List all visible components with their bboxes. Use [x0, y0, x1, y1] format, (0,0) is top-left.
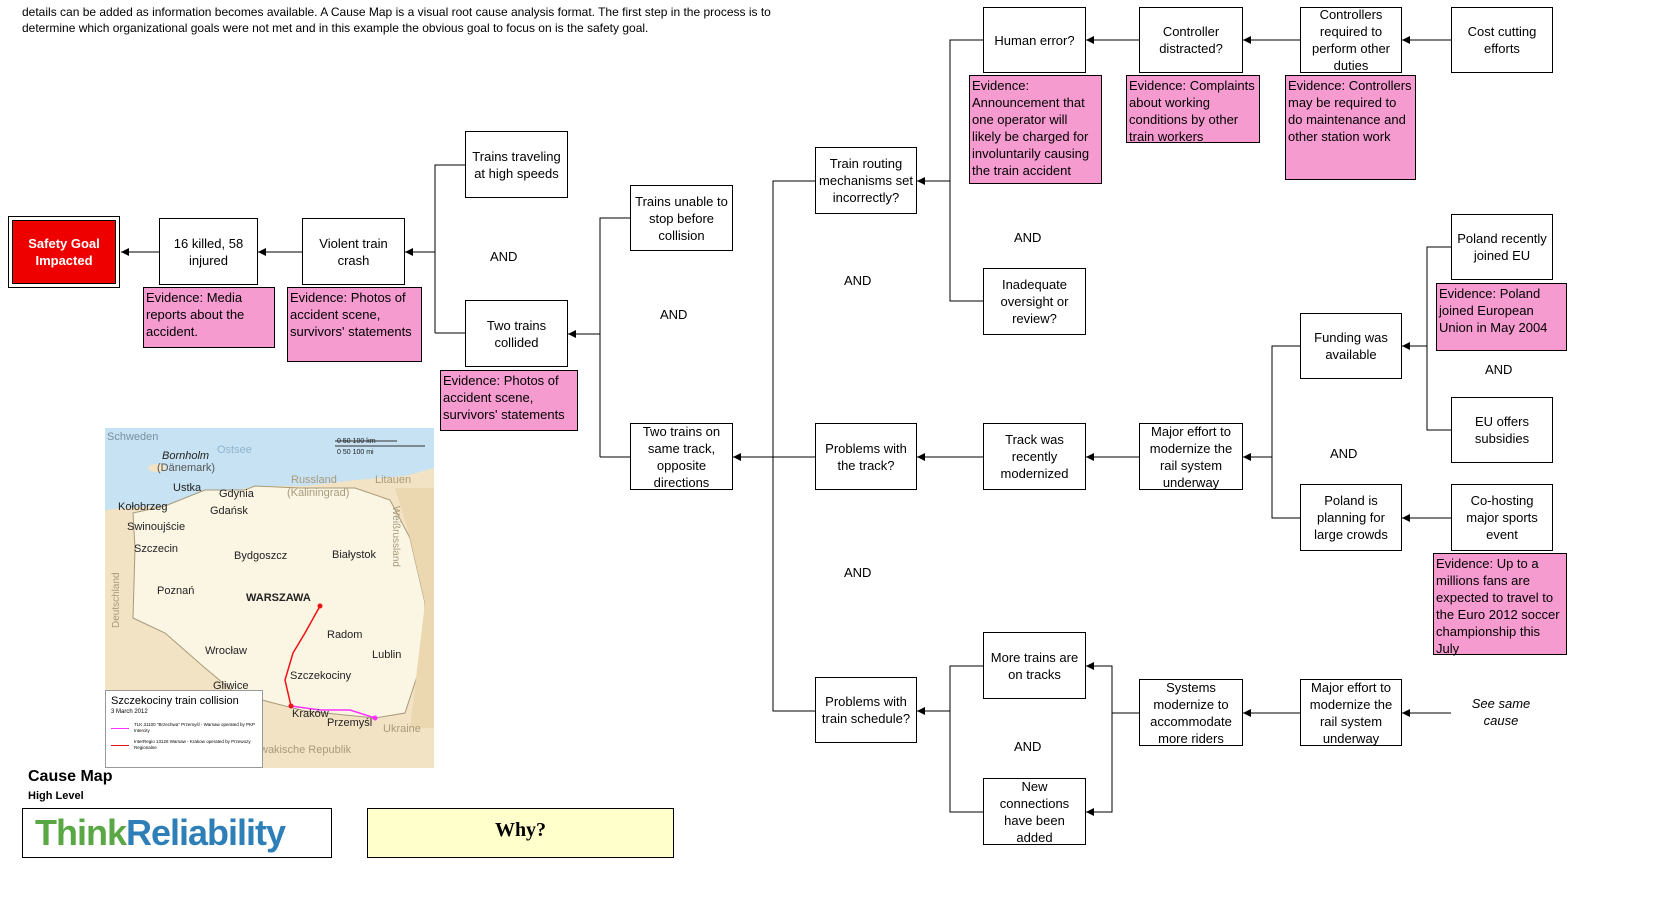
map-label: Swinoujście [127, 521, 186, 533]
map-title: Szczekociny train collision [111, 695, 239, 707]
cost-cutting-box: Cost cutting efforts [1451, 7, 1553, 73]
and-label: AND [844, 565, 872, 580]
map-label: Radom [327, 629, 363, 641]
same-track-box: Two trains on same track, opposite direc… [630, 423, 733, 490]
map-label: Lublin [372, 649, 402, 661]
legend-swatch-magenta [111, 727, 129, 729]
poland-map: Schweden Bornholm (Dänemark) Ostsee Russ… [105, 428, 434, 768]
and-label: AND [1485, 362, 1513, 377]
map-label: Gdynia [219, 488, 254, 500]
map-label: (Dänemark) [157, 462, 216, 474]
map-label: Deutschland [111, 572, 122, 628]
map-label: Kołobrzeg [118, 501, 168, 513]
cause-map-title: Cause Map [28, 768, 113, 785]
safety-goal-label: Safety Goal Impacted [12, 220, 116, 284]
map-label: WARSZAWA [246, 592, 311, 604]
major-effort-box-1: Major effort to modernize the rail syste… [1139, 423, 1243, 490]
legend-text-2: InterRegio 13126 Warsaw - Krakow operate… [134, 739, 251, 750]
map-date: 3 March 2012 [111, 709, 148, 715]
and-label: AND [1330, 446, 1358, 461]
map-label: Szczekociny [290, 670, 352, 682]
map-scale: 0 50 100 km [337, 438, 376, 445]
more-trains-box: More trains are on tracks [983, 632, 1086, 699]
oversight-box: Inadequate oversight or review? [983, 268, 1086, 335]
high-speed-box: Trains traveling at high speeds [465, 131, 568, 198]
evidence-maintenance: Evidence: Controllers may be required to… [1285, 75, 1416, 180]
distracted-box: Controller distracted? [1139, 7, 1243, 73]
map-label: Russland [291, 474, 337, 486]
legend-row-2: InterRegio 13126 Warsaw - Krakow operate… [111, 739, 257, 751]
eu-subsidies-box: EU offers subsidies [1451, 397, 1553, 463]
violent-crash-box: Violent train crash [302, 218, 405, 285]
evidence-photos-2: Evidence: Photos of accident scene, surv… [440, 370, 578, 431]
map-label: Bornholm [162, 450, 210, 462]
map-label: Litauen [375, 474, 412, 486]
and-label: AND [844, 273, 872, 288]
evidence-poland-joined: Evidence: Poland joined European Union i… [1436, 283, 1567, 351]
track-problems-box: Problems with the track? [815, 423, 917, 490]
map-label: Szczecin [134, 543, 179, 555]
and-label: AND [1014, 230, 1042, 245]
major-effort-box-2: Major effort to modernize the rail syste… [1300, 679, 1402, 746]
evidence-fans: Evidence: Up to a millions fans are expe… [1433, 553, 1567, 656]
map-label: Bydgoszcz [234, 550, 288, 562]
track-modernized-box: Track was recently modernized [983, 423, 1086, 490]
intro-text: details can be added as information beco… [22, 5, 771, 35]
map-label: (Kaliningrad) [287, 487, 350, 499]
map-scale: 0 50 100 mi [337, 449, 374, 456]
logo-part-1: Think [35, 812, 127, 853]
map-label: Poznań [157, 585, 195, 597]
map-label: Białystok [332, 549, 377, 561]
and-label: AND [660, 307, 688, 322]
map-label: Kraków [292, 708, 329, 720]
unable-stop-box: Trains unable to stop before collision [630, 185, 733, 251]
evidence-media: Evidence: Media reports about the accide… [143, 287, 275, 348]
and-label: AND [1014, 739, 1042, 754]
legend-text-1: TLK 31100 "Brzechwa" Przemyśl - Warsaw o… [134, 722, 255, 733]
killed-injured-box: 16 killed, 58 injured [159, 218, 258, 285]
map-label: Schweden [107, 431, 159, 443]
map-label: Gliwice [213, 680, 249, 692]
cohosting-box: Co-hosting major sports event [1451, 484, 1553, 551]
map-label: Ustka [173, 482, 202, 494]
map-label: Weißrussland [390, 506, 401, 567]
and-label: AND [490, 249, 518, 264]
routing-box: Train routing mechanisms set incorrectly… [815, 147, 917, 214]
map-label: Wrocław [205, 645, 247, 657]
systems-modernize-box: Systems modernize to accommodate more ri… [1139, 679, 1243, 746]
large-crowds-box: Poland is planning for large crowds [1300, 484, 1402, 551]
cause-map-subtitle: High Level [28, 790, 84, 802]
why-box: Why? [367, 808, 674, 858]
thinkreliability-logo: ThinkReliability [22, 808, 332, 858]
poland-eu-box: Poland recently joined EU [1451, 214, 1553, 280]
new-connections-box: New connections have been added [983, 778, 1086, 845]
map-label: Gdańsk [210, 505, 248, 517]
trains-collided-box: Two trains collided [465, 300, 568, 367]
legend-row-1: TLK 31100 "Brzechwa" Przemyśl - Warsaw o… [111, 722, 257, 734]
map-label: Ukraine [383, 723, 421, 735]
see-same-cause: See same cause [1471, 696, 1531, 728]
map-label: wakische Republik [260, 744, 352, 756]
map-legend: Szczekociny train collision 3 March 2012… [105, 690, 263, 768]
schedule-problems-box: Problems with train schedule? [815, 677, 917, 743]
map-label: Przemyśl [327, 717, 373, 729]
safety-goal-box: Safety Goal Impacted [8, 216, 120, 288]
other-duties-box: Controllers required to perform other du… [1300, 7, 1402, 73]
map-label: Ostsee [217, 444, 252, 456]
human-error-box: Human error? [983, 7, 1086, 73]
evidence-announcement: Evidence: Announcement that one operator… [969, 75, 1102, 184]
logo-part-2: Reliability [126, 812, 286, 853]
funding-box: Funding was available [1300, 313, 1402, 379]
map-graphic [105, 428, 434, 768]
evidence-complaints: Evidence: Complaints about working condi… [1126, 75, 1260, 144]
evidence-photos-1: Evidence: Photos of accident scene, surv… [287, 287, 422, 362]
legend-swatch-red [111, 744, 129, 746]
